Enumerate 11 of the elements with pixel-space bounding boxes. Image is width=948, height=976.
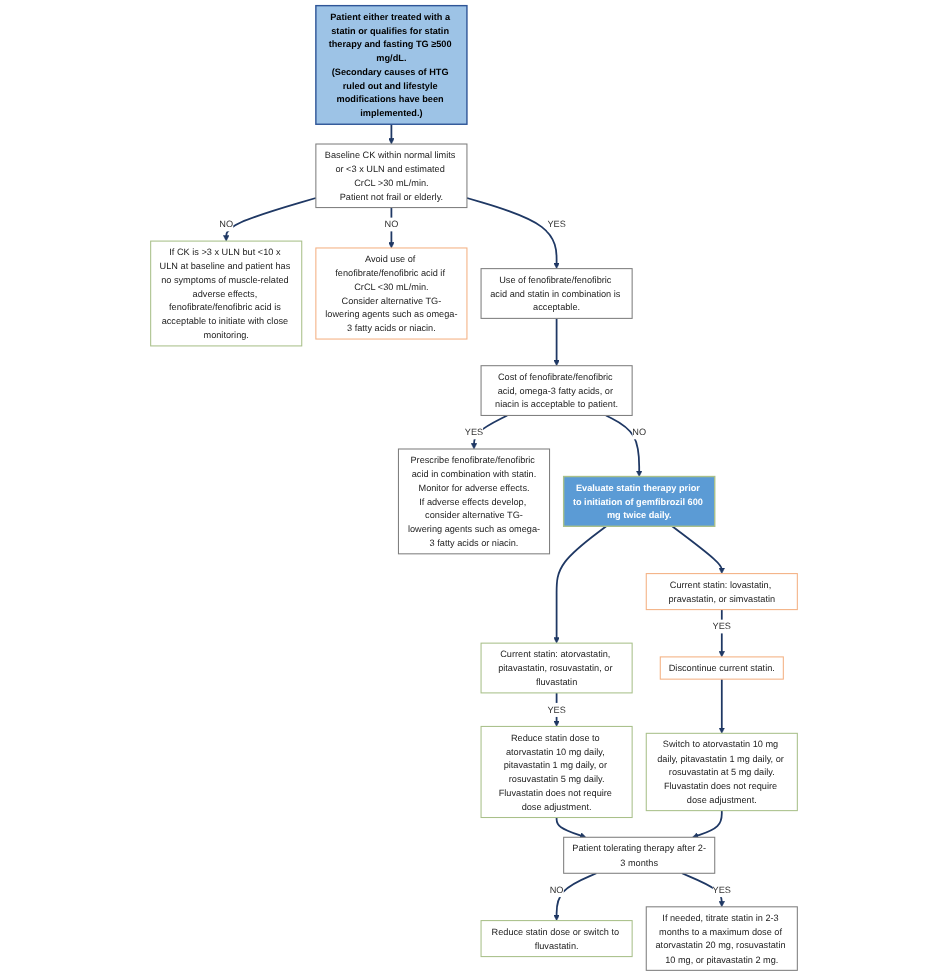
arrow [466,197,560,269]
arrow [553,872,598,921]
arrow [718,608,725,658]
arrow [671,525,725,574]
arrow [553,317,560,366]
arrow [718,678,725,734]
arrow [553,525,608,644]
arrow [555,816,587,839]
arrow [692,809,723,839]
arrow [223,197,317,242]
arrow [605,414,643,477]
